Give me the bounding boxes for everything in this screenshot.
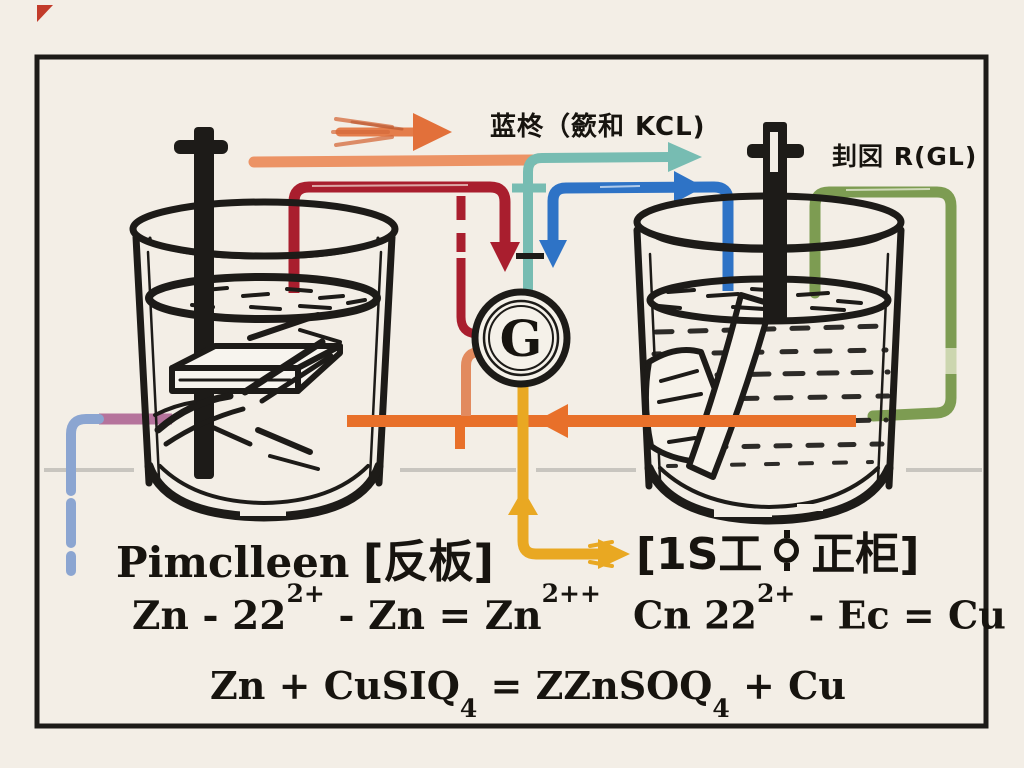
yellow-up-arrowhead [508,489,538,515]
left-beaker-bottom-highlight [240,508,286,516]
ring-symbol-icon [774,529,800,571]
galvanometer-mid-ring [482,299,560,377]
left-electrode-label: Pimclleen [反板] [116,525,494,590]
left-beaker-wall-inner [368,250,383,480]
left-eq-sup: 2+ [286,579,325,608]
left-beaker-rim-inner [148,236,380,260]
right-beaker-bottom-inner [658,466,880,510]
right-beaker-wall [885,226,905,490]
right-electrode-label: [1S工 正柜] [636,518,920,582]
left-surface-dashes [190,286,367,311]
right-eq-part: Cn 22 [633,592,757,638]
yellow-wire [508,377,630,569]
bottom-eq-part: + Cu [729,663,846,708]
left-eq-sup: 2++ [541,579,601,608]
red-wire-highlight [311,184,469,187]
left-beaker-wall [132,233,153,487]
right-eq-sup: 2+ [756,579,796,608]
bottom-eq-part: = ZZnSOQ [477,663,713,708]
sketch-arrow-feather [334,135,394,147]
galvanometer-letter: G [499,309,543,368]
yellow-right-arrowhead [598,539,630,569]
right-eq-part: - Ec = Cu [795,592,1006,638]
yellow-wire-path [517,377,602,560]
left-beaker-wall [375,233,396,487]
left-electrode-latin: Pimclleen [116,538,350,587]
right-electrode-slot [770,132,778,172]
orange-left-arrowhead [536,404,568,438]
blue-right-arrowhead [674,171,704,203]
red-wire [288,181,520,293]
left-beaker-rim [129,198,399,260]
right-electrode-part1: [1S工 [636,529,763,580]
zinc-plate [169,343,343,394]
copper-electrode [642,292,774,480]
red-down-arrowhead [490,242,520,272]
periwinkle-elbow [66,414,104,496]
sketch-arrow-head [413,113,452,151]
right-beaker-wall [633,226,653,490]
overall-reaction: Zn + CuSIQ4 = ZZnSOQ4 + Cu [210,663,846,723]
yellow-arrow-feathers [588,540,614,568]
corner-mark [37,5,53,22]
teal-wire-path [523,152,671,292]
right-electrode-rod [763,122,787,320]
ring-symbol-circle [774,537,800,563]
left-electrode-crossbar [174,140,228,154]
ring-symbol-stem [783,562,790,571]
left-eq-part: Zn - 22 [132,593,287,639]
blue-wire-highlight [599,185,641,188]
right-electrode-part2: 正柜] [811,529,920,580]
left-eq-part: - Zn = Zn [324,593,542,639]
right-beaker-bottom-highlight [797,504,823,511]
right-half-reaction: Cn 222+ - Ec = Cu [633,579,1006,638]
left-half-reaction: Zn - 222+ - Zn = Zn2++ [132,579,601,639]
green-wire-highlight [845,188,931,191]
galvanometer-inner-ring [488,305,554,371]
ring-symbol-stem [783,529,790,538]
orange-flow-line [347,404,856,449]
right-beaker-bottom-highlight [714,509,772,517]
sketch-arrow [331,113,452,151]
right-beaker-bottom [644,463,894,525]
copper-strip [686,292,774,480]
teal-arrowhead [668,142,702,172]
left-beaker-wall-inner [146,250,161,480]
periwinkle-dashed-wire [66,414,104,576]
red-wire-path [288,181,511,293]
left-liquid-sketch-strokes [153,312,342,471]
left-liquid-surface [145,273,381,323]
blue-wire [539,171,734,291]
salt-bridge-label: 蓝柊（籨和 KCL) [490,112,706,142]
right-wire-label: 刲㘝 R(GL) [832,142,978,171]
peach-top-wire [248,154,539,168]
bottom-eq-part: Zn + CuSIQ [210,663,460,708]
left-electrode-cjk: [反板] [362,535,494,588]
galvanometer-circle [471,288,571,388]
bottom-eq-sub: 4 [459,693,478,723]
left-beaker-bottom [144,461,384,522]
sketch-arrow-feather [350,120,404,131]
border-frame [34,54,989,729]
left-beaker-bottom-inner [158,464,370,506]
right-beaker [633,122,905,525]
bottom-eq-sub: 4 [712,693,730,723]
left-beaker [129,127,399,522]
blue-down-arrowhead [539,240,567,268]
teal-wire [523,142,702,292]
